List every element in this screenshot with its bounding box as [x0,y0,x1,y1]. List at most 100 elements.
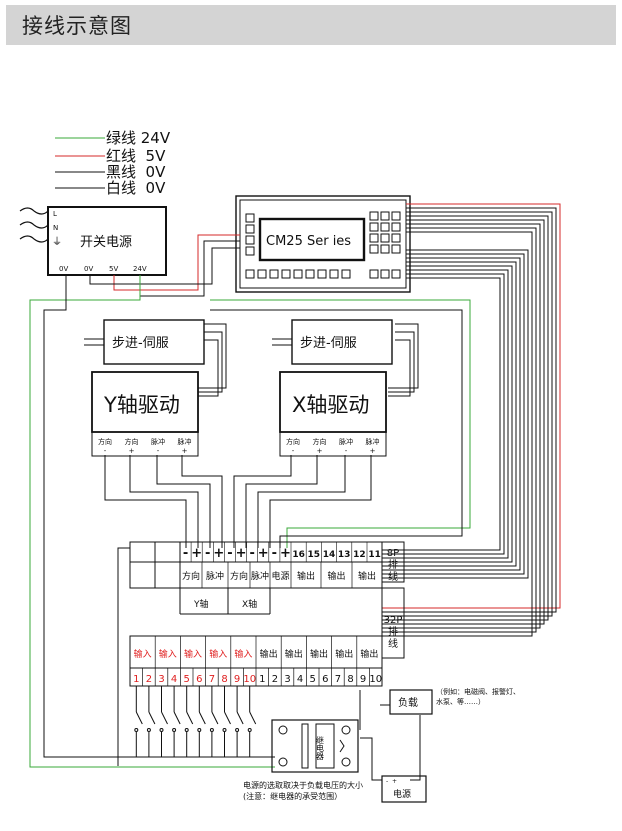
y-motor [84,319,205,365]
keypad-key-icon [369,233,379,243]
pin-sign: - [183,546,188,561]
pin-number: 10 [369,674,382,685]
switch-contact-icon [235,728,240,732]
keypad-key-icon [369,222,379,232]
switch-contact-icon [146,728,151,732]
pin-number: 1 [259,674,265,685]
pin-function-label: 方向 [182,570,200,582]
pin-header-label: 输出 [335,648,353,660]
connector-tag-label: 线 [388,637,398,650]
load-box [389,689,433,715]
relay-module [271,719,359,773]
pin-header-label: 输出 [360,648,378,660]
pin-function-label: 输出 [358,570,376,582]
function-key-icon [281,269,291,279]
load-note-line: 水泵、等……） [436,697,485,706]
function-key-icon [293,269,303,279]
y-motor-label: 步进-伺服 [112,336,169,351]
y-driver [91,371,199,457]
function-key-icon [369,269,379,279]
connector-tag-label: 线 [388,570,398,583]
driver-terminal-label: 方向 [125,437,139,446]
pin-number: 6 [196,674,202,685]
pin-number: 8 [347,674,353,685]
side-key-icon [245,235,255,245]
pin-number: 7 [335,674,341,685]
pin-number: 2 [272,674,278,685]
keypad-key-icon [380,233,390,243]
pin-sign: + [213,546,224,561]
function-key-icon [341,269,351,279]
x-driver [279,371,387,457]
keypad-key-icon [391,244,401,254]
switch-contact-icon [159,728,164,732]
wire-legend: 绿线 24V 红线 5V 黑线 0V 白线 0V [55,129,171,197]
pin-number: 9 [234,674,240,685]
source-label: 电源 [393,788,411,800]
switch-icon [211,711,219,725]
switch-icon [186,711,194,725]
driver-terminal-sign: + [317,447,323,455]
pin-number: 8 [221,674,227,685]
side-key-icon [245,224,255,234]
footnote-line: 电源的选取取决于负载电压的大小 [243,780,363,790]
legend-label: 红线 5V [106,147,166,165]
function-key-icon [329,269,339,279]
driver-terminal-label: 方向 [286,437,300,446]
pin-number: 7 [209,674,215,685]
pin-sign: 11 [368,550,381,560]
power-input-label: N [53,224,58,232]
footnote-line: (注意：继电器的承受范围） [243,791,342,801]
pin-number: 1 [133,674,139,685]
legend-label: 黑线 0V [106,163,166,181]
switch-icon [198,711,206,725]
pin-function-label: 脉冲 [206,570,224,582]
relay-label: 继电器 [316,735,325,761]
switch-contact-icon [209,728,214,732]
power-supply [19,206,167,276]
power-output-label: 24V [133,265,147,273]
pin-sign: 12 [353,550,366,560]
pin-number: 6 [322,674,328,685]
switch-contact-icon [197,728,202,732]
keypad-key-icon [369,244,379,254]
pin-sign: + [191,546,202,561]
driver-terminals: 方向-方向+脉冲-脉冲+方向-方向+脉冲-脉冲+ [98,437,380,455]
ground-icon: ⏚ [52,236,62,248]
keypad-key-icon [380,244,390,254]
switch-icon [236,711,244,725]
driver-terminal-label: 方向 [98,437,112,446]
pin-number: 9 [360,674,366,685]
function-key-icon [317,269,327,279]
switch-icon [135,711,143,725]
keypad-key-icon [369,211,379,221]
power-output-label: 0V [59,265,68,273]
pin-header-label: 输入 [234,648,252,660]
pin-header-label: 输出 [260,648,278,660]
pin-sign: 13 [338,550,351,560]
pin-function-label: 输出 [327,570,345,582]
function-key-icon [305,269,315,279]
pin-sign: 15 [308,550,321,560]
pin-number: 5 [310,674,316,685]
connector-tag-label: 排 [388,558,398,571]
pin-function-label: 脉冲 [251,570,269,582]
pin-sign: + [258,546,269,561]
driver-terminal-sign: - [345,447,348,455]
page-header: 接线示意图 [6,5,616,45]
controller-panel [235,195,411,293]
pin-sign: - [205,546,210,561]
pin-number: 3 [158,674,164,685]
switch-icon [161,711,168,725]
power-input-label: L [53,210,57,218]
switch-contact-icon [172,728,177,732]
axis-label-y: Y轴 [193,598,209,610]
x-driver-title: X轴驱动 [292,393,369,417]
source-pins: - + [386,778,397,785]
page-title: 接线示意图 [22,14,132,38]
load-label: 负载 [398,696,418,709]
